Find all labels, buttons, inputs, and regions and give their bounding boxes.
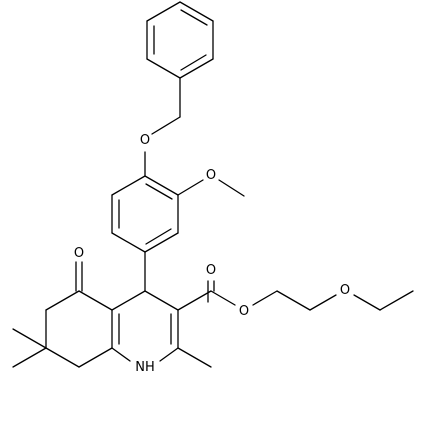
bond xyxy=(159,347,179,362)
bond xyxy=(45,290,80,311)
gem-dimethyl-group xyxy=(12,328,47,368)
bond xyxy=(111,290,146,311)
bond xyxy=(210,290,236,306)
bond xyxy=(78,347,113,368)
methoxy-group xyxy=(177,179,245,197)
bond xyxy=(12,347,47,368)
bond xyxy=(146,58,181,79)
bond xyxy=(309,294,337,311)
benzyl-phenyl-ring xyxy=(146,1,214,79)
ester-carbonyl-oxygen-label: O xyxy=(204,263,218,278)
bond xyxy=(218,179,245,197)
benzyloxy-oxygen-label: O xyxy=(138,133,152,148)
double-bond-inner xyxy=(145,183,173,200)
double-bond-inner xyxy=(180,54,207,71)
ketone-oxygen-label: O xyxy=(72,246,86,261)
methoxy-oxygen-label: O xyxy=(204,168,218,183)
bond xyxy=(177,290,212,311)
bond xyxy=(111,232,146,253)
bond xyxy=(353,294,381,311)
bond xyxy=(45,347,80,368)
ester-ether-oxygen-label: O xyxy=(237,304,251,319)
ethoxy-oxygen-label: O xyxy=(338,283,352,298)
bond xyxy=(144,232,179,253)
bond xyxy=(111,347,131,362)
benzyl-linker xyxy=(144,77,181,177)
cyclohexenone-ring xyxy=(45,290,113,368)
bond xyxy=(144,175,179,196)
bond xyxy=(78,290,113,311)
bond xyxy=(177,179,204,196)
dihydropyridine-ring xyxy=(111,290,179,362)
bond xyxy=(179,1,214,22)
bond xyxy=(379,290,414,311)
bond xyxy=(252,290,278,306)
bond xyxy=(151,116,181,135)
double-bond-inner xyxy=(145,228,172,245)
bond xyxy=(276,290,311,311)
bond xyxy=(146,1,181,22)
ring-nitrogen-label: NH xyxy=(134,360,156,375)
methoxyphenyl-ring xyxy=(111,175,179,253)
bond xyxy=(12,328,47,349)
bond xyxy=(111,175,146,196)
ester-group xyxy=(177,280,414,311)
ketone-group xyxy=(75,261,83,292)
bond xyxy=(144,290,179,311)
bond xyxy=(179,58,214,79)
c2-methyl-bond xyxy=(177,347,212,368)
double-bond-inner xyxy=(180,9,208,26)
